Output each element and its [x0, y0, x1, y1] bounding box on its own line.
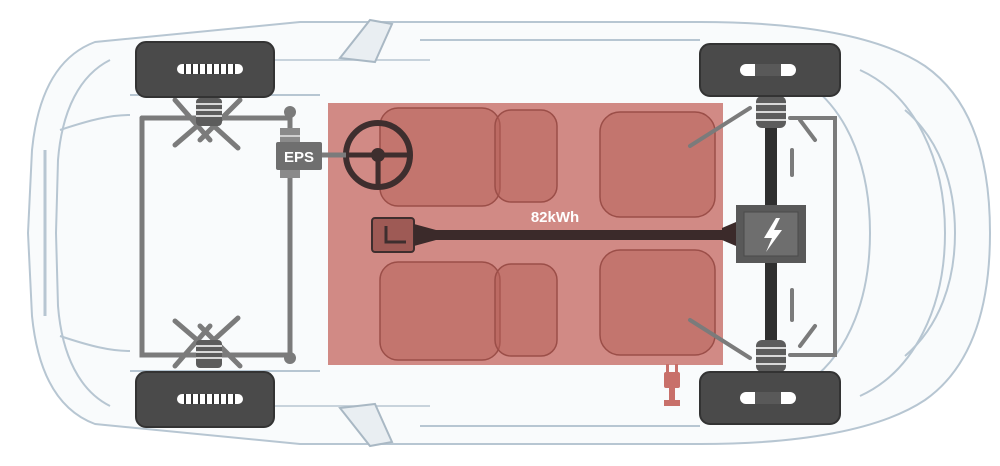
mirror-left	[338, 18, 394, 64]
seats	[379, 107, 716, 361]
rear-subframe	[688, 106, 837, 360]
eps-label-box	[276, 142, 322, 170]
tire-front-right	[135, 371, 275, 428]
battery-capacity-label: 82kWh	[531, 209, 579, 226]
tire-rear-right	[699, 371, 841, 425]
lightning-bolt-icon	[764, 218, 782, 252]
plug-icon	[664, 364, 680, 406]
eps-steering-unit: EPS	[276, 128, 322, 178]
rear-spring-left	[756, 96, 786, 128]
tire-front-left	[135, 41, 275, 98]
front-spring-left	[196, 98, 222, 126]
front-seat-right	[379, 261, 501, 361]
drive-shaft	[414, 230, 724, 240]
front-spring-right	[196, 340, 222, 368]
electric-motor	[736, 205, 806, 263]
eps-label: EPS	[284, 149, 314, 166]
charge-port	[664, 364, 680, 406]
tire-rear-left	[699, 43, 841, 97]
rear-spring-right	[756, 340, 786, 372]
rear-seat-left	[599, 111, 716, 218]
front-control-box	[371, 217, 415, 253]
rear-seat-right	[599, 249, 716, 356]
mirror-right	[338, 402, 394, 448]
